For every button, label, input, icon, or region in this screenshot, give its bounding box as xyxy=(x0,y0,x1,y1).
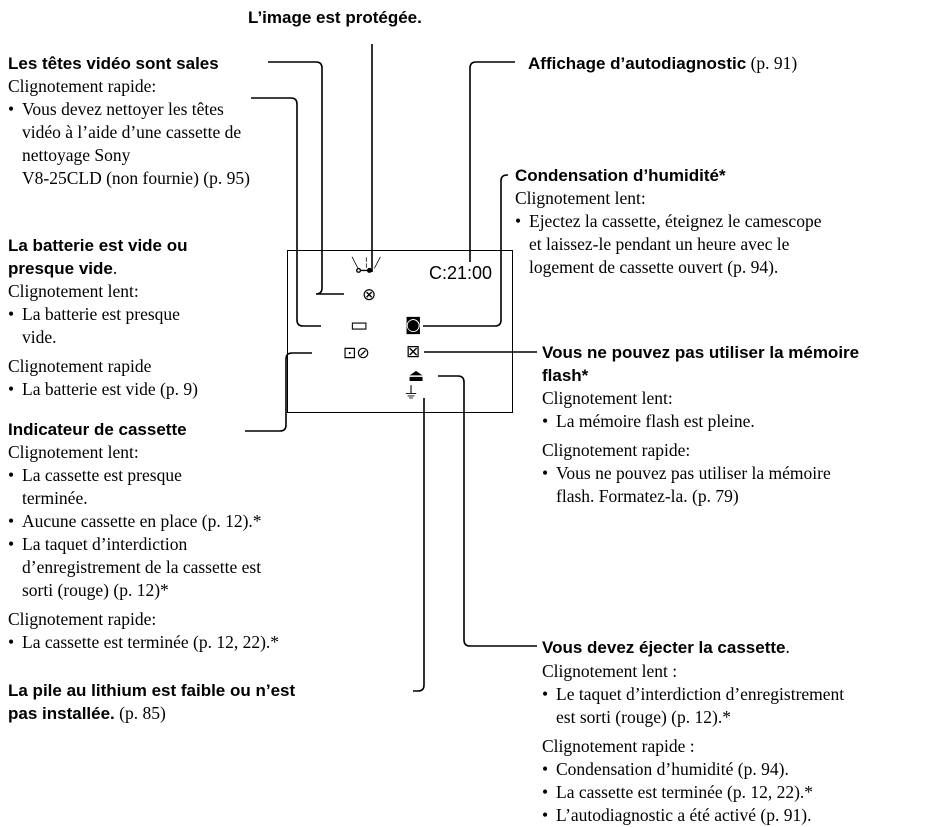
eject-slow-line: Le taquet d’interdiction d’enregistremen… xyxy=(556,684,845,704)
eject-slow-line: est sorti (rouge) (p. 12).* xyxy=(556,707,731,727)
cassette-indicator-line: La taquet d’interdiction xyxy=(22,534,188,554)
battery-title-cont: presque vide xyxy=(8,259,113,278)
battery-slow-line: La batterie est presque xyxy=(22,304,180,324)
flash-title: Vous ne pouvez pas utiliser la mémoire xyxy=(542,343,860,362)
lithium-ref: (p. 85) xyxy=(114,703,166,723)
lithium-section: La pile au lithium est faible ou n’est p… xyxy=(8,679,295,726)
battery-slow-line: vide. xyxy=(22,327,57,347)
heads-dirty-blink: Clignotement rapide: xyxy=(8,76,157,96)
eject-fast-item: Condensation d’humidité (p. 94). xyxy=(556,759,789,779)
key-icon: ⊶ xyxy=(355,260,373,281)
cassette-indicator-line: sorti (rouge) (p. 12)* xyxy=(22,580,169,600)
flash-fast: Clignotement rapide: xyxy=(542,440,691,460)
key-icon-flash-rays: ╲ ╎ ╱ xyxy=(352,258,382,269)
eject-fast: Clignotement rapide : xyxy=(542,736,695,756)
heads-dirty-line: vidéo à l’aide d’une cassette de xyxy=(22,122,242,142)
flash-memory-icon: ⊠ xyxy=(406,342,421,362)
flash-section: Vous ne pouvez pas utiliser la mémoire f… xyxy=(542,343,860,506)
eject-title: Vous devez éjecter la cassette xyxy=(542,638,786,657)
heads-dirty-line: nettoyage Sony xyxy=(22,145,131,165)
heads-dirty-section: Les têtes vidéo sont sales Clignotement … xyxy=(8,54,250,188)
cassette-indicator-slow: Clignotement lent: xyxy=(8,442,139,462)
protected-image-label: L’image est protégée. xyxy=(248,6,422,29)
condensation-title: Condensation d’humidité* xyxy=(515,166,726,185)
lithium-battery-icon: ⏚ xyxy=(403,383,420,402)
timecode-display: C:21:00 xyxy=(429,263,493,283)
flash-title-cont: flash* xyxy=(542,366,589,385)
eject-fast-item: La cassette est terminée (p. 12, 22).* xyxy=(556,782,814,802)
self-diagnostic-ref: (p. 91) xyxy=(746,53,798,73)
self-diagnostic-title: Affichage d’autodiagnostic xyxy=(528,54,747,73)
viewfinder-screen xyxy=(287,250,513,413)
condensation-section: Condensation d’humidité* Clignotement le… xyxy=(515,166,822,277)
battery-icon: ▭ xyxy=(350,314,368,336)
condensation-slow: Clignotement lent: xyxy=(515,188,646,208)
lithium-title: La pile au lithium est faible ou n’est xyxy=(8,681,296,700)
cassette-indicator-section: Indicateur de cassette Clignotement lent… xyxy=(8,420,280,652)
battery-slow: Clignotement lent: xyxy=(8,281,139,301)
battery-fast-line: La batterie est vide (p. 9) xyxy=(22,379,198,399)
condensation-line: logement de cassette ouvert (p. 94). xyxy=(529,257,779,277)
condensation-icon: ◙ xyxy=(405,315,422,335)
cassette-indicator-line: Aucune cassette en place (p. 12).* xyxy=(22,511,262,531)
cassette-indicator-fast-line: La cassette est terminée (p. 12, 22).* xyxy=(22,632,280,652)
cassette-indicator-fast: Clignotement rapide: xyxy=(8,609,157,629)
lithium-title-cont: pas installée. xyxy=(8,704,115,723)
cassette-indicator-title: Indicateur de cassette xyxy=(8,420,187,439)
eject-fast-item: L’autodiagnostic a été activé (p. 91). xyxy=(556,805,812,825)
self-diagnostic-section: Affichage d’autodiagnostic (p. 91) xyxy=(528,52,797,76)
heads-dirty-title: Les têtes vidéo sont sales xyxy=(8,54,219,73)
eject-slow: Clignotement lent : xyxy=(542,661,678,681)
eject-section: Vous devez éjecter la cassette. Clignote… xyxy=(542,637,845,825)
condensation-line: Ejectez la cassette, éteignez le camesco… xyxy=(529,211,822,231)
flash-slow-line: La mémoire flash est pleine. xyxy=(556,411,755,431)
heads-dirty-line: V8-25CLD (non fournie) (p. 95) xyxy=(22,168,250,188)
protected-image-title: L’image est protégée. xyxy=(248,8,422,27)
battery-fast: Clignotement rapide xyxy=(8,356,152,376)
flash-fast-line: flash. Formatez-la. (p. 79) xyxy=(556,486,739,506)
flash-fast-line: Vous ne pouvez pas utiliser la mémoire xyxy=(556,463,831,483)
eject-icon: ⏏ xyxy=(408,366,425,386)
cassette-indicator-line: d’enregistrement de la cassette est xyxy=(22,557,262,577)
cassette-indicator-line: terminée. xyxy=(22,488,88,508)
battery-section: La batterie est vide ou presque vide. Cl… xyxy=(8,236,198,399)
cassette-icon: ⊡⊘ xyxy=(343,343,370,362)
heads-dirty-icon: ⊗ xyxy=(362,285,377,305)
heads-dirty-line: Vous devez nettoyer les têtes xyxy=(22,99,224,119)
condensation-line: et laissez-le pendant un heure avec le xyxy=(529,234,790,254)
cassette-indicator-line: La cassette est presque xyxy=(22,465,182,485)
flash-slow: Clignotement lent: xyxy=(542,388,673,408)
battery-title: La batterie est vide ou xyxy=(8,236,188,255)
